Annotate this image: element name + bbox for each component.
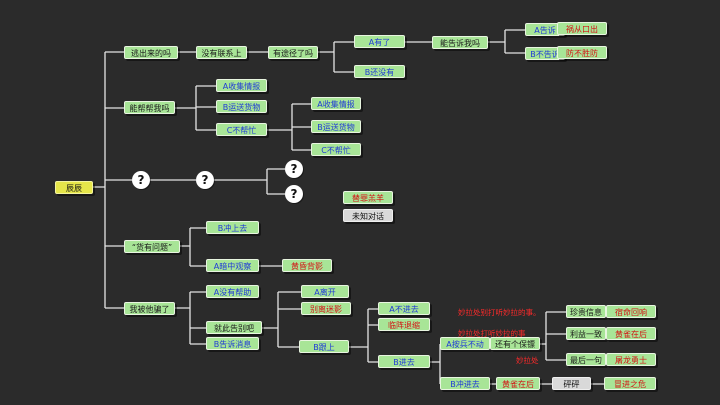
annotation-2: 妙拉处打听妙拉的事 — [458, 329, 526, 338]
ending-biliyiying[interactable]: 别离迷影 — [301, 302, 351, 315]
ending-sumingtuixiang[interactable]: 宿命回响 — [606, 305, 656, 318]
annotation-3: 妙拉处 — [516, 356, 539, 365]
q3-option-observe[interactable]: A暗中观察 — [206, 259, 259, 272]
q4-option-no-help[interactable]: A没有帮助 — [206, 285, 259, 298]
q4b-option-leave[interactable]: A离开 — [301, 285, 349, 298]
unknown-node-1[interactable]: ? — [132, 171, 150, 189]
q4b-option-follow[interactable]: B跟上 — [299, 340, 349, 353]
q3-option-rush[interactable]: B冲上去 — [206, 221, 259, 234]
ending-huangquezaihou-1[interactable]: 黄雀在后 — [496, 377, 540, 390]
ending-huanghunbeiying[interactable]: 黄昏背影 — [282, 259, 332, 272]
q3-node[interactable]: “货有问题” — [124, 240, 180, 253]
ending-linzhentuisuo[interactable]: 临阵退缩 — [378, 318, 430, 331]
q2-option-c[interactable]: C不帮忙 — [216, 123, 267, 136]
q4-farewell-node[interactable]: 就此告别吧 — [206, 321, 262, 334]
unknown-dialog-node[interactable]: 未知对话 — [343, 209, 393, 222]
unknown-node-2[interactable]: ? — [196, 171, 214, 189]
ending-fangbushengfang[interactable]: 防不胜防 — [557, 46, 607, 59]
pengpeng-node[interactable]: 砰砰 — [552, 377, 591, 390]
q1-option-b[interactable]: B还没有 — [354, 65, 405, 78]
ending-maojinzhiwei[interactable]: 冒进之危 — [604, 377, 656, 390]
q4-option-tell-news[interactable]: B告诉消息 — [206, 337, 259, 350]
q2-option-a[interactable]: A收集情报 — [216, 79, 267, 92]
ending-tizuigaoyang[interactable]: 替罪羔羊 — [343, 191, 393, 204]
unknown-node-3[interactable]: ? — [285, 160, 303, 178]
q4f-option-charge[interactable]: B冲进去 — [440, 377, 490, 390]
ending-huocongkouchu[interactable]: 祸从口出 — [557, 22, 607, 35]
ending-tulongyongshi[interactable]: 屠龙勇士 — [606, 353, 656, 366]
unknown-node-4[interactable]: ? — [285, 185, 303, 203]
chain-valuable-info[interactable]: 珍贵信息 — [566, 305, 606, 318]
chain-last-words[interactable]: 最后一句 — [566, 353, 606, 366]
q2c-option-c[interactable]: C不帮忙 — [311, 143, 361, 156]
bodyguard-node[interactable]: 还有个保镖 — [490, 337, 540, 350]
q2c-option-b[interactable]: B运送货物 — [311, 120, 361, 133]
ending-huangquezaihou-2[interactable]: 黄雀在后 — [606, 327, 656, 340]
q1-way-node[interactable]: 有途径了吗 — [268, 46, 318, 59]
root-node[interactable]: 辰辰 — [55, 181, 93, 194]
q2-node[interactable]: 能帮帮我吗 — [124, 101, 175, 114]
q1-option-a[interactable]: A有了 — [354, 35, 405, 48]
q1-node[interactable]: 逃出来的吗 — [124, 46, 178, 59]
chain-shared-interest[interactable]: 利益一致 — [566, 327, 606, 340]
q2-option-b[interactable]: B运送货物 — [216, 100, 267, 113]
q1-tell-node[interactable]: 能告诉我吗 — [432, 36, 488, 49]
q4-node[interactable]: 我被他骗了 — [124, 302, 175, 315]
q1-no-contact-node[interactable]: 没有联系上 — [196, 46, 247, 59]
q4f-option-go-in[interactable]: B进去 — [378, 355, 430, 368]
q4f-option-hold[interactable]: A按兵不动 — [440, 337, 490, 350]
annotation-1: 妙拉处别打听妙拉的事。 — [458, 308, 541, 317]
q4f-option-stay-out[interactable]: A不进去 — [378, 302, 430, 315]
q2c-option-a[interactable]: A收集情报 — [311, 97, 361, 110]
